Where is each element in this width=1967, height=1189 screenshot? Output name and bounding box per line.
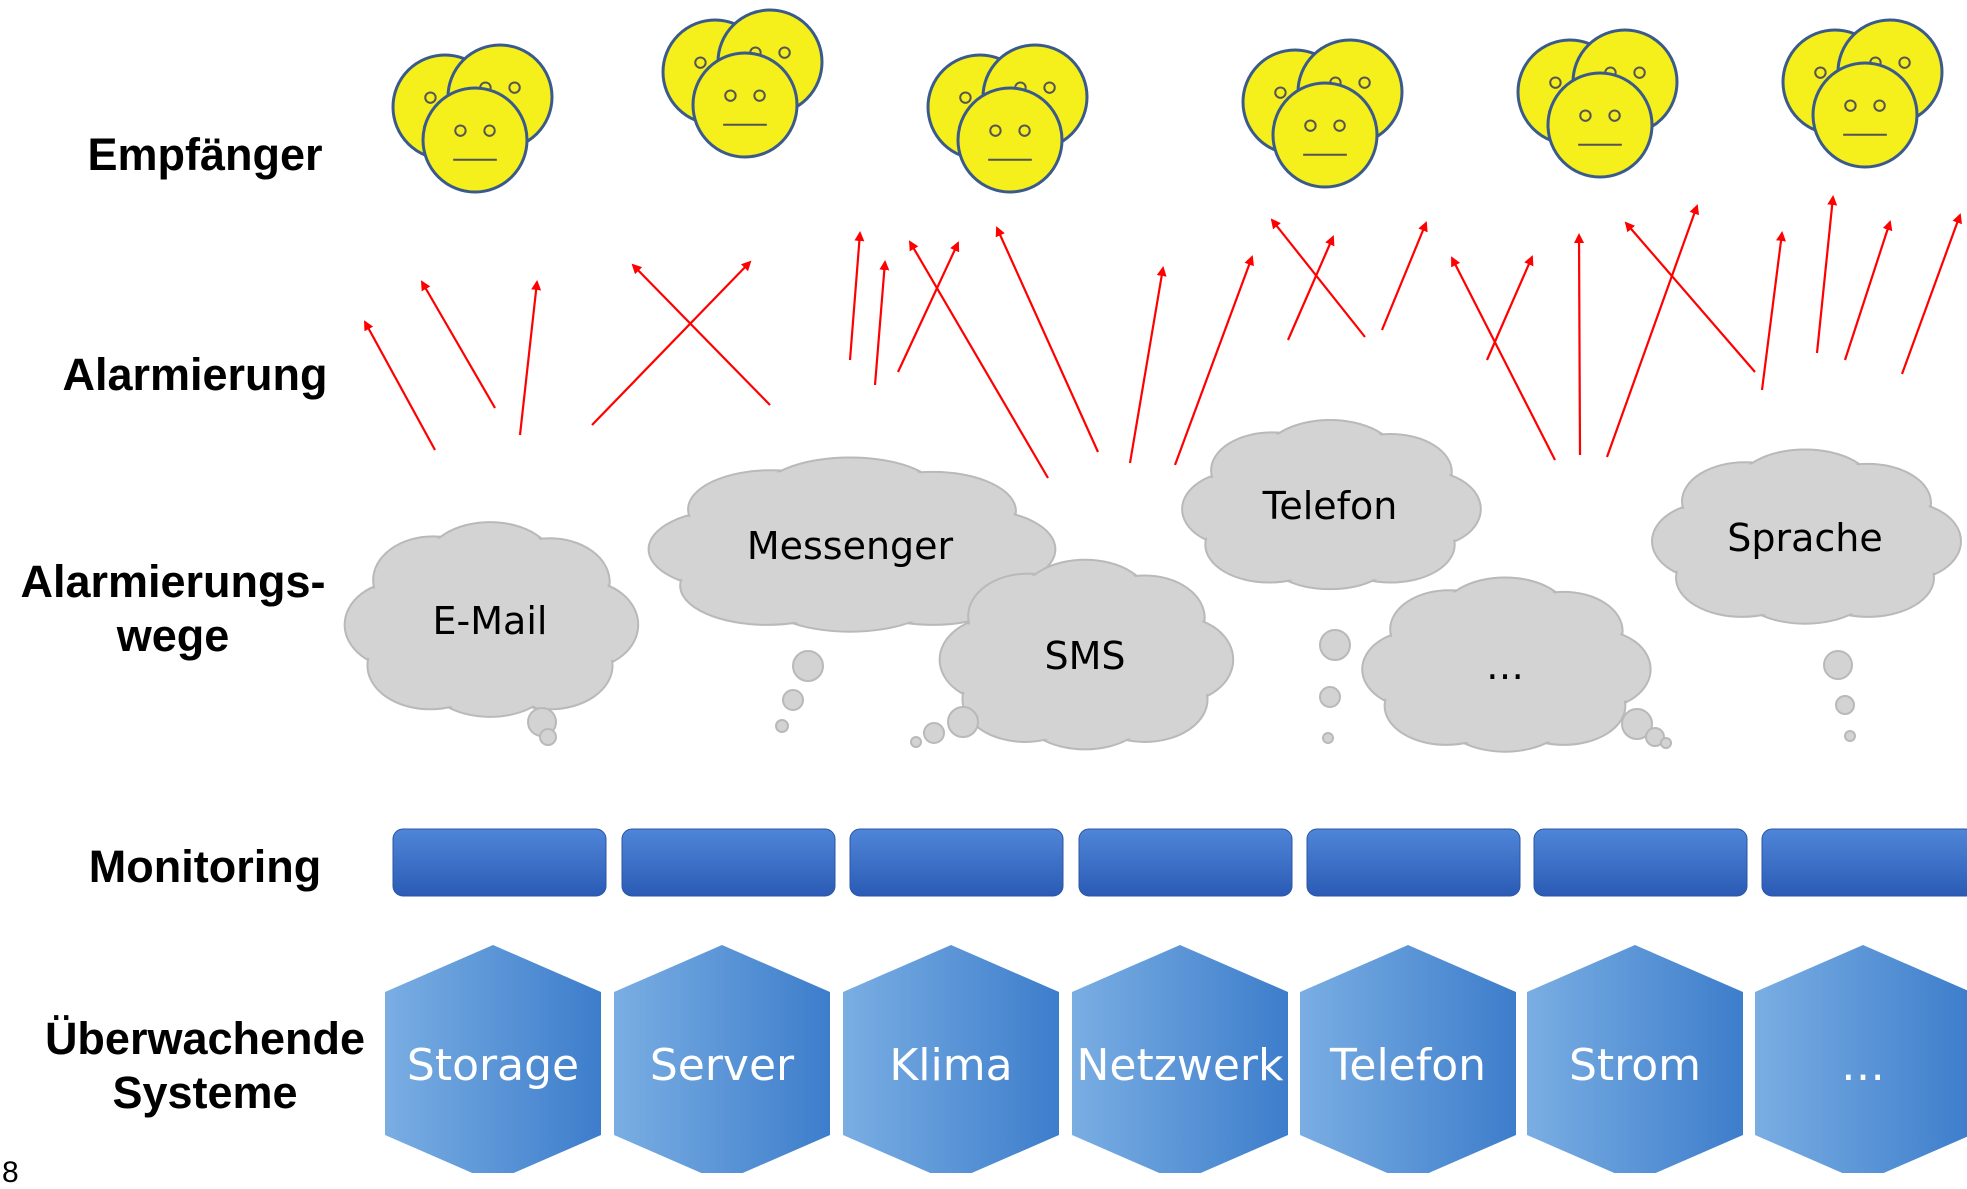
- thought-bubble-dot: [782, 689, 804, 711]
- face-icon: [691, 51, 799, 159]
- alarm-arrow: [908, 240, 1049, 479]
- monitored-systems: Storage Server Klima Netzwerk Telefon Strom …: [385, 945, 1967, 1182]
- system-label: Klima: [889, 1040, 1012, 1091]
- thought-bubble-dot: [1319, 686, 1341, 708]
- thought-bubble-dot: [923, 722, 945, 744]
- alarm-arrow: [591, 260, 752, 426]
- system-hexagon: Strom: [1527, 945, 1743, 1182]
- monitoring-bar: [1078, 828, 1293, 897]
- channel-label: …: [1486, 644, 1524, 688]
- face-icon: [421, 86, 529, 194]
- row-label-monitoring: Monitoring: [88, 841, 322, 892]
- alarm-arrow: [420, 280, 496, 409]
- face-icon: [956, 86, 1064, 194]
- channel-cloud: Telefon: [1181, 419, 1482, 744]
- channel-label: E-Mail: [433, 599, 548, 643]
- recipient-group: [1241, 38, 1404, 189]
- alarm-arrow: [1574, 233, 1585, 456]
- alarm-arrow: [1624, 221, 1756, 373]
- channel-label: SMS: [1044, 634, 1125, 678]
- monitoring-bar: [1306, 828, 1521, 897]
- system-hexagon: Telefon: [1300, 945, 1516, 1182]
- thought-bubble-dot: [947, 706, 979, 738]
- thought-bubble-dot: [1645, 727, 1665, 747]
- system-label: Strom: [1569, 1040, 1701, 1091]
- alarm-arrows: [364, 195, 1962, 479]
- recipient-group: [661, 8, 824, 159]
- system-label: …: [1841, 1040, 1885, 1091]
- thought-bubble-dot: [1621, 708, 1653, 740]
- recipient-group: [926, 43, 1089, 194]
- thought-bubble-dot: [792, 650, 824, 682]
- row-label-alarmierungswege: Alarmierungs- wege: [20, 556, 326, 661]
- row-label-ueberwachende-systeme: Überwachende Systeme: [44, 1013, 366, 1118]
- alarm-arrow: [1270, 218, 1366, 338]
- thought-bubble-dot: [1835, 695, 1855, 715]
- alarm-arrow: [897, 241, 960, 373]
- footer-fragment: 8: [2, 1156, 19, 1189]
- alarm-arrow: [1173, 255, 1254, 466]
- alarm-arrow: [1815, 195, 1838, 354]
- channel-label: Messenger: [747, 524, 954, 568]
- alarm-arrow: [1843, 220, 1893, 361]
- system-label: Storage: [407, 1040, 579, 1091]
- alarm-arrow: [518, 280, 542, 436]
- system-label: Netzwerk: [1077, 1040, 1284, 1091]
- alarm-arrow: [1451, 256, 1556, 461]
- alarm-arrow: [1760, 231, 1786, 391]
- recipient-group: [1781, 18, 1944, 169]
- face-icon: [1271, 81, 1379, 189]
- channel-cloud: SMS: [910, 558, 1235, 751]
- monitoring-bar: [621, 828, 836, 897]
- thought-bubble-dot: [910, 736, 922, 748]
- thought-bubble-dot: [1844, 730, 1856, 742]
- alarm-arrow: [995, 226, 1100, 453]
- thought-bubble-dot: [1823, 650, 1853, 680]
- alarm-arrow: [1605, 204, 1700, 458]
- alarm-arrow: [848, 231, 865, 361]
- system-label: Telefon: [1329, 1040, 1486, 1091]
- channel-cloud: Messenger: [647, 456, 1057, 733]
- monitoring-bars: [392, 828, 1967, 897]
- recipient-group: [1516, 28, 1679, 179]
- thought-bubble-dot: [1660, 737, 1672, 749]
- channel-label: Telefon: [1262, 484, 1398, 528]
- alarm-arrow: [1485, 255, 1534, 361]
- recipient-groups: [391, 8, 1944, 194]
- system-hexagon: Netzwerk: [1072, 945, 1288, 1182]
- channel-label: Sprache: [1727, 516, 1883, 560]
- monitoring-bar: [1533, 828, 1748, 897]
- alarm-arrow: [1286, 235, 1335, 341]
- alarm-arrow: [873, 260, 890, 386]
- row-label-alarmierung: Alarmierung: [62, 349, 328, 400]
- row-label-empfaenger: Empfänger: [87, 129, 323, 180]
- alarm-arrow: [1380, 221, 1428, 331]
- alarm-arrow: [631, 263, 771, 406]
- monitoring-bar: [849, 828, 1064, 897]
- channel-cloud: …: [1361, 576, 1672, 753]
- channel-cloud: E-Mail: [343, 521, 640, 746]
- thought-bubble-dot: [539, 728, 557, 746]
- thought-bubble-dot: [1322, 732, 1334, 744]
- thought-bubble-dot: [1319, 629, 1351, 661]
- alarm-arrow: [1128, 266, 1167, 464]
- recipient-group: [391, 43, 554, 194]
- alarm-arrow: [364, 320, 436, 451]
- system-label: Server: [650, 1040, 795, 1091]
- system-hexagon: …: [1755, 945, 1967, 1182]
- thought-bubble-dot: [775, 719, 789, 733]
- monitoring-bar: [1761, 828, 1967, 897]
- monitoring-bar: [392, 828, 607, 897]
- system-hexagon: Klima: [843, 945, 1059, 1182]
- face-icon: [1811, 61, 1919, 169]
- alarm-arrow: [1900, 213, 1962, 375]
- face-icon: [1546, 71, 1654, 179]
- system-hexagon: Storage: [385, 945, 601, 1182]
- system-hexagon: Server: [614, 945, 830, 1182]
- channel-cloud: Sprache: [1651, 448, 1962, 742]
